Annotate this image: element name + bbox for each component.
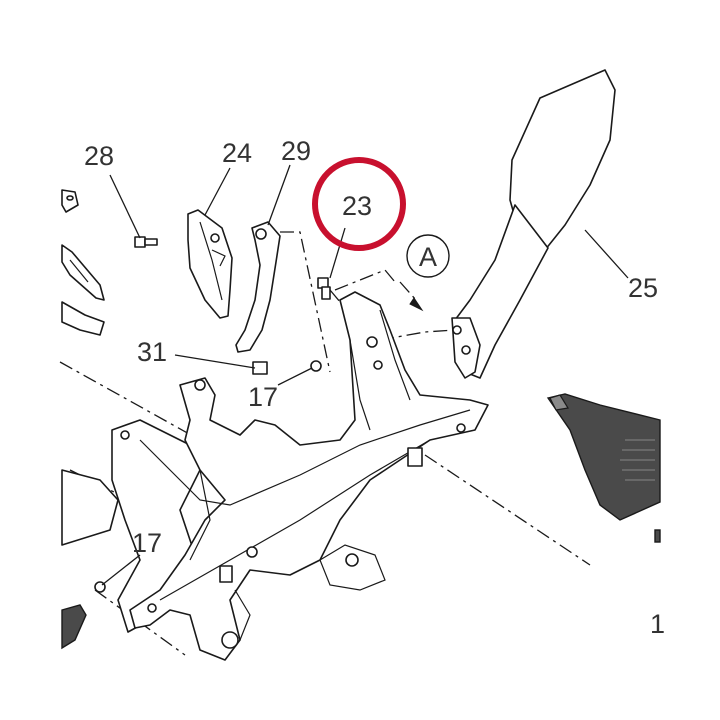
arm-29 xyxy=(235,221,281,353)
frame-crossmember-edge xyxy=(139,409,471,506)
label-31: 31 xyxy=(137,337,167,367)
frame-lower-hole xyxy=(246,546,258,558)
mirror-base-hole xyxy=(452,325,462,335)
left-edge-fragments xyxy=(61,189,119,650)
cover-clip xyxy=(549,394,569,411)
bolt-23 xyxy=(317,277,331,300)
part-25-mirror xyxy=(451,69,616,379)
main-frame xyxy=(111,291,489,661)
leader-25 xyxy=(584,229,629,279)
leader-23 xyxy=(329,227,346,279)
frame-left-edge xyxy=(189,469,211,561)
view-a-circle xyxy=(406,234,450,278)
assembly-line-25 xyxy=(379,329,456,341)
view-a-arrowhead xyxy=(409,297,424,312)
bracket-24-edge xyxy=(199,221,223,301)
label-17-upper: 17 xyxy=(248,382,278,412)
cover-texture xyxy=(620,439,655,481)
label-24: 24 xyxy=(222,138,252,168)
bracket-24-hole xyxy=(210,233,220,243)
leader-lines xyxy=(101,164,629,586)
highlight-circle-23 xyxy=(312,157,406,251)
bracket-24-detail xyxy=(211,249,226,267)
assembly-line-29 xyxy=(280,231,331,373)
fragment-top-left xyxy=(61,189,79,213)
dark-cover-panel xyxy=(546,393,661,543)
fragment-bracket-detail xyxy=(69,259,89,283)
nut-31 xyxy=(252,361,268,375)
mirror-base-hole-2 xyxy=(461,345,471,355)
label-a: A xyxy=(419,242,437,272)
bolt-28-shank xyxy=(144,238,158,246)
frame-upright-edge xyxy=(349,339,371,431)
frame-upright-edge-2 xyxy=(379,309,411,401)
view-a-dashline xyxy=(399,281,417,301)
screw-17-upper xyxy=(310,360,322,372)
frame-tab-2 xyxy=(219,565,233,583)
fragment-dark-left xyxy=(61,604,87,650)
label-29: 29 xyxy=(281,136,311,166)
bolt-23-shank xyxy=(321,286,331,300)
leader-31 xyxy=(174,354,256,369)
assembly-line-right xyxy=(424,454,591,566)
view-a-indicator xyxy=(399,234,450,312)
frame-right-hole xyxy=(456,423,466,433)
frame-boss-hole xyxy=(345,553,359,567)
bolt-28-head xyxy=(134,236,146,248)
label-23: 23 xyxy=(342,191,372,221)
mirror-head xyxy=(509,69,616,251)
frame-top-hole xyxy=(194,379,206,391)
label-25: 25 xyxy=(628,273,658,303)
frame-bottom-curve xyxy=(234,589,251,641)
bolt-28 xyxy=(134,236,158,248)
leader-29 xyxy=(267,164,291,226)
frame-mount-hole-23 xyxy=(366,336,378,348)
cover-panel xyxy=(546,393,661,521)
fragment-bar-left xyxy=(61,301,105,336)
label-17-lower: 17 xyxy=(132,528,162,558)
part-29-arm xyxy=(235,221,281,353)
part-labels: 28 24 29 23 A 25 31 17 17 1 xyxy=(84,136,665,639)
frame-arm-hole xyxy=(120,430,130,440)
frame-lower-edge xyxy=(159,439,431,601)
cover-edge-piece xyxy=(654,529,661,543)
frame-tab xyxy=(407,447,423,467)
leader-17-upper xyxy=(277,367,313,386)
label-28: 28 xyxy=(84,141,114,171)
arm-29-hole xyxy=(255,228,267,240)
label-1: 1 xyxy=(650,609,665,639)
screw-17-upper-head xyxy=(310,360,322,372)
fragment-bracket-left xyxy=(61,244,105,301)
fragment-panel-left xyxy=(61,469,119,546)
leader-24 xyxy=(204,167,231,216)
fragment-hole xyxy=(66,195,74,201)
bracket-24 xyxy=(187,209,233,319)
leader-28 xyxy=(109,174,141,239)
frame-left-hole xyxy=(147,603,157,613)
nut-31-body xyxy=(252,361,268,375)
leader-17-lower xyxy=(101,554,141,586)
frame-slot-1 xyxy=(373,360,383,370)
assembly-line-a xyxy=(334,269,396,291)
part-24-bracket xyxy=(187,209,233,319)
frame-bottom-hole xyxy=(221,631,239,649)
frame-mount-boss xyxy=(319,544,386,591)
